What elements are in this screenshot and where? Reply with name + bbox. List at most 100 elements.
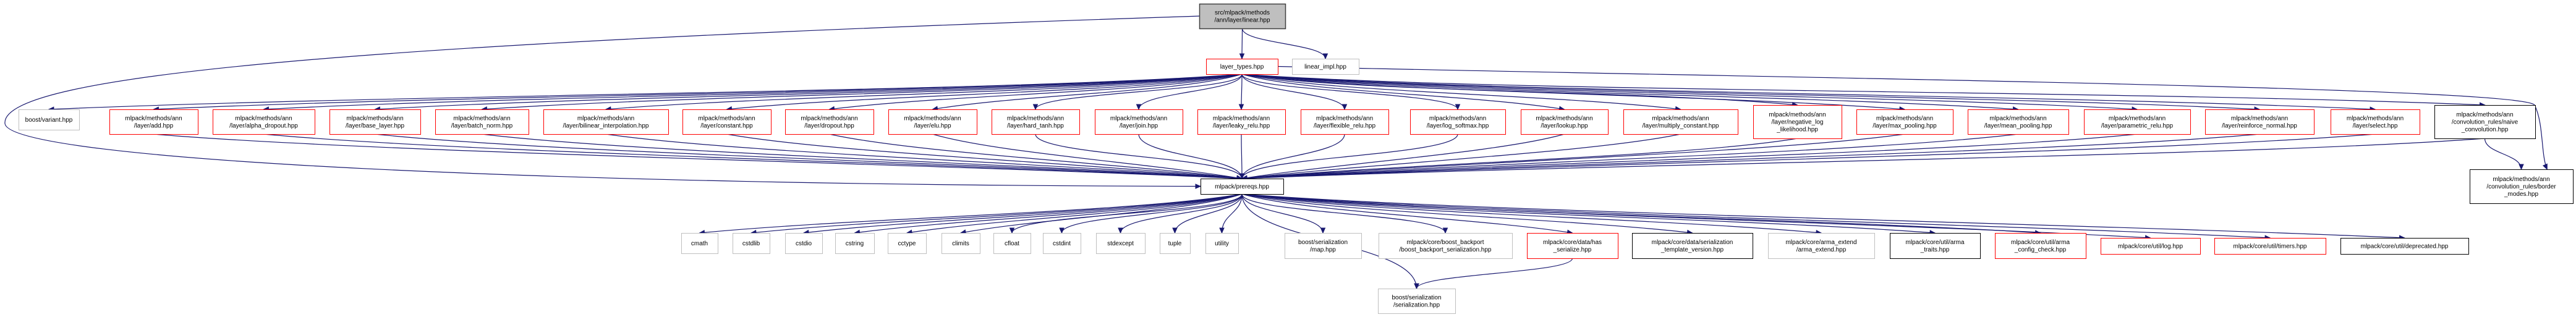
node-label: /layer/hard_tanh.hpp: [1007, 123, 1064, 130]
node-prereqs[interactable]: mlpack/prereqs.hpp: [1201, 179, 1284, 195]
node-flexible-relu[interactable]: mlpack/methods/ann/layer/flexible_relu.h…: [1301, 109, 1389, 135]
node-bilinear[interactable]: mlpack/methods/ann/layer/bilinear_interp…: [543, 109, 669, 135]
node-box: [835, 233, 875, 254]
node-reinforce-normal[interactable]: mlpack/methods/ann/layer/reinforce_norma…: [2205, 109, 2315, 135]
edge-line: [1241, 193, 1822, 234]
node-has-serialize[interactable]: mlpack/core/data/has_serialize.hpp: [1527, 233, 1618, 259]
edge-line: [1241, 133, 1243, 179]
edge-line: [1035, 74, 1243, 110]
edge-alpha_dropout-to-prereqs: [263, 133, 1243, 181]
node-box: [213, 109, 315, 135]
node-tuple[interactable]: tuple: [1160, 233, 1191, 254]
arrowhead: [1238, 104, 1244, 111]
node-hard-tanh[interactable]: mlpack/methods/ann/layer/hard_tanh.hpp: [992, 109, 1080, 135]
node-arma-config-check[interactable]: mlpack/core/util/arma_config_check.hpp: [1995, 233, 2086, 259]
node-stdexcept[interactable]: stdexcept: [1096, 233, 1146, 254]
node-join[interactable]: mlpack/methods/ann/layer/join.hpp: [1095, 109, 1183, 135]
edge-layer_types-to-hard_tanh: [1032, 74, 1243, 111]
node-max-pooling[interactable]: mlpack/methods/ann/layer/max_pooling.hpp: [1856, 109, 1953, 135]
node-box: [1856, 109, 1953, 135]
node-ser-map[interactable]: boost/serialization/map.hpp: [1285, 233, 1362, 259]
edge-elu-to-prereqs: [932, 133, 1243, 180]
node-dropout[interactable]: mlpack/methods/ann/layer/dropout.hpp: [785, 109, 874, 135]
node-leaky-relu[interactable]: mlpack/methods/ann/layer/leaky_relu.hpp: [1197, 109, 1286, 135]
node-template-version[interactable]: mlpack/core/data/serialization_template_…: [1632, 233, 1753, 259]
edge-layer_types-to-flexible_relu: [1241, 74, 1348, 111]
node-deprecated[interactable]: mlpack/core/util/deprecated.hpp: [2340, 238, 2469, 255]
node-label: /map.hpp: [1310, 247, 1336, 253]
node-add[interactable]: mlpack/methods/ann/layer/add.hpp: [109, 109, 198, 135]
node-cctype[interactable]: cctype: [888, 233, 927, 254]
node-label: boost/variant.hpp: [25, 117, 73, 124]
arrowhead: [1442, 227, 1448, 234]
node-layer-types[interactable]: layer_types.hpp: [1206, 59, 1278, 75]
node-box: [1995, 233, 2086, 259]
node-select[interactable]: mlpack/methods/ann/layer/select.hpp: [2331, 109, 2420, 135]
node-box: [1301, 109, 1389, 135]
edge-line: [1241, 193, 1573, 234]
node-linear-impl[interactable]: linear_impl.hpp: [1292, 59, 1359, 75]
node-cstring[interactable]: cstring: [835, 233, 875, 254]
edge-line: [1241, 133, 2018, 179]
node-batch-norm[interactable]: mlpack/methods/ann/layer/batch_norm.hpp: [435, 109, 529, 135]
edge-line: [1241, 138, 1798, 179]
node-alpha-dropout[interactable]: mlpack/methods/ann/layer/alpha_dropout.h…: [213, 109, 315, 135]
node-lookup[interactable]: mlpack/methods/ann/layer/lookup.hpp: [1521, 109, 1609, 135]
edge-line: [1174, 193, 1243, 234]
node-arma-traits[interactable]: mlpack/core/util/arma_traits.hpp: [1890, 233, 1981, 259]
node-variant[interactable]: boost/variant.hpp: [19, 109, 80, 130]
node-label: _traits.hpp: [1920, 247, 1950, 253]
node-serialization[interactable]: boost/serialization/serialization.hpp: [1378, 289, 1456, 314]
node-cfloat[interactable]: cfloat: [993, 233, 1031, 254]
edge-line: [4, 15, 1201, 187]
node-log[interactable]: mlpack/core/util/log.hpp: [2101, 238, 2201, 255]
node-multiply-constant[interactable]: mlpack/methods/ann/layer/multiply_consta…: [1623, 109, 1738, 135]
node-climits[interactable]: climits: [942, 233, 980, 254]
node-box: [1285, 233, 1362, 259]
node-box: [888, 109, 977, 135]
edge-line: [48, 74, 1243, 110]
node-arma-extend[interactable]: mlpack/core/arma_extend/arma_extend.hpp: [1768, 233, 1875, 259]
edge-layer_types-to-leaky_relu: [1238, 74, 1244, 111]
node-mean-pooling[interactable]: mlpack/methods/ann/layer/mean_pooling.hp…: [1968, 109, 2069, 135]
node-label: mlpack/methods/ann: [1316, 116, 1373, 122]
edge-line: [1241, 133, 2138, 179]
node-box: [1205, 233, 1239, 254]
node-border-modes[interactable]: mlpack/methods/ann/convolution_rules/bor…: [2470, 169, 2574, 204]
node-log-softmax[interactable]: mlpack/methods/ann/layer/log_softmax.hpp: [1410, 109, 1506, 135]
node-cstdlib[interactable]: cstdlib: [733, 233, 770, 254]
node-label: /boost_backport_serialization.hpp: [1400, 247, 1492, 253]
edge-line: [1241, 133, 2260, 179]
node-timers[interactable]: mlpack/core/util/timers.hpp: [2214, 238, 2326, 255]
node-label: cstdint: [1053, 240, 1071, 247]
node-utility[interactable]: utility: [1205, 233, 1239, 254]
node-negative-log[interactable]: mlpack/methods/ann/layer/negative_log_li…: [1753, 105, 1842, 139]
node-cmath[interactable]: cmath: [681, 233, 718, 254]
node-parametric-relu[interactable]: mlpack/methods/ann/layer/parametric_relu…: [2084, 109, 2191, 135]
edge-line: [1035, 133, 1243, 179]
node-constant[interactable]: mlpack/methods/ann/layer/constant.hpp: [682, 109, 772, 135]
node-box: [785, 233, 823, 254]
node-box: [109, 109, 198, 135]
edge-reinforce_normal-to-prereqs: [1241, 133, 2260, 181]
edge-line: [1241, 74, 2485, 106]
edge-line: [153, 74, 1243, 110]
node-label: mlpack/methods/ann: [2456, 112, 2513, 119]
node-box: [1527, 233, 1618, 259]
node-root[interactable]: src/mlpack/methods/ann/layer/linear.hpp: [1199, 3, 1286, 30]
node-label: _likelihood.hpp: [1776, 127, 1818, 133]
node-label: _modes.hpp: [2504, 191, 2538, 198]
node-label: /layer/log_softmax.hpp: [1427, 123, 1489, 130]
node-elu[interactable]: mlpack/methods/ann/layer/elu.hpp: [888, 109, 977, 135]
node-cstdio[interactable]: cstdio: [785, 233, 823, 254]
node-label: mlpack/methods/ann: [125, 116, 182, 122]
node-boost-backport[interactable]: mlpack/core/boost_backport/boost_backpor…: [1379, 233, 1513, 259]
edge-add-to-prereqs: [153, 133, 1243, 181]
node-cstdint[interactable]: cstdint: [1043, 233, 1081, 254]
node-box: [1768, 233, 1875, 259]
edge-line: [482, 133, 1243, 179]
node-naive-conv[interactable]: mlpack/methods/ann/convolution_rules/nai…: [2434, 105, 2536, 139]
node-box: [1890, 233, 1981, 259]
arrowhead: [1219, 227, 1225, 234]
node-base-layer[interactable]: mlpack/methods/ann/layer/base_layer.hpp: [329, 109, 421, 135]
